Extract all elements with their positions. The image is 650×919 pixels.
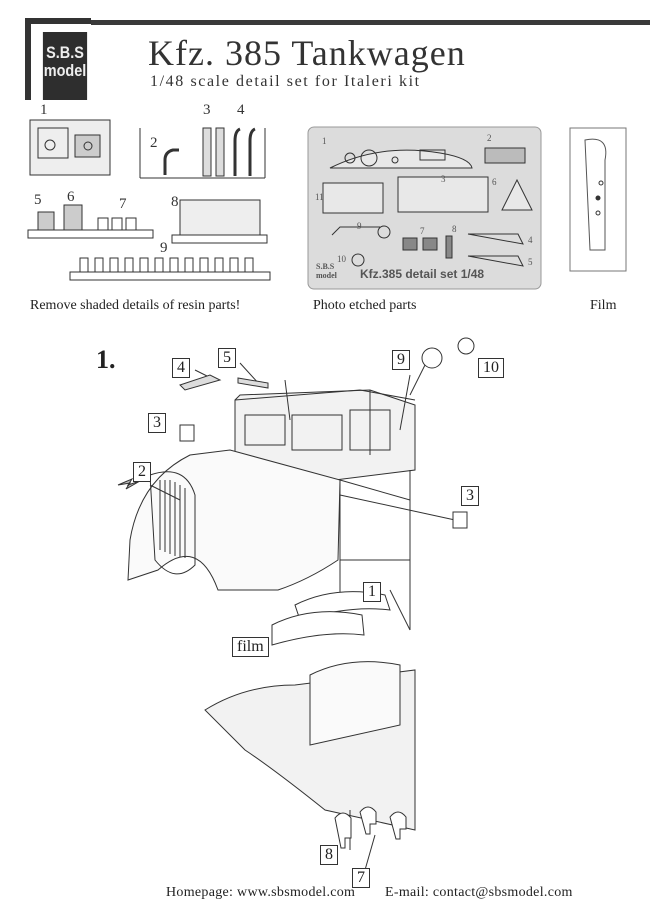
callout-5: 5 [218,348,236,368]
resin-number-5: 5 [34,192,42,208]
pe-number-5: 5 [528,257,533,267]
pe-fret-logo: S.B.S model [316,262,337,280]
photo-etch-caption: Photo etched parts [313,298,417,313]
header-rule [91,20,650,25]
logo-line1: S.B.S [46,43,84,62]
film-caption: Film [590,298,617,313]
callout-film: film [232,637,269,657]
callout-1: 1 [363,582,381,602]
pe-number-6: 6 [492,177,497,187]
resin-part-1 [29,119,111,176]
pe-number-2: 2 [487,133,492,143]
resin-part-9 [69,257,271,281]
step-number: 1. [96,345,116,374]
resin-number-9: 9 [160,240,168,256]
callout-4: 4 [172,358,190,378]
resin-parts-2-4 [139,127,266,179]
pe-number-11: 11 [315,192,324,202]
callout-3-right: 3 [461,486,479,506]
page-subtitle: 1/48 scale detail set for Italeri kit [150,73,421,90]
resin-number-8: 8 [171,194,179,210]
footer-email: E-mail: contact@sbsmodel.com [385,885,573,900]
pe-number-8: 8 [452,224,457,234]
resin-number-6: 6 [67,189,75,205]
callout-7: 7 [352,868,370,888]
resin-number-4: 4 [237,102,245,118]
film-sheet [569,127,627,272]
pe-number-7: 7 [420,226,425,236]
resin-number-2: 2 [150,135,158,151]
callout-3-left: 3 [148,413,166,433]
assembly-drawing [117,337,475,871]
pe-number-1: 1 [322,136,327,146]
page-title: Kfz. 385 Tankwagen [148,33,466,73]
callout-8: 8 [320,845,338,865]
photo-etch-fret [307,126,542,290]
footer-homepage: Homepage: www.sbsmodel.com [166,885,356,900]
callout-2: 2 [133,462,151,482]
pe-number-9: 9 [357,221,362,231]
pe-number-4: 4 [528,235,533,245]
callout-10: 10 [478,358,504,378]
resin-number-1: 1 [40,102,48,118]
callout-9: 9 [392,350,410,370]
pe-number-10: 10 [337,254,346,264]
resin-caption: Remove shaded details of resin parts! [30,298,241,313]
logo-line2: model [43,61,87,80]
pe-fret-text: Kfz.385 detail set 1/48 [360,267,485,281]
resin-parts-5-8 [27,199,268,244]
resin-number-7: 7 [119,196,127,212]
pe-number-3: 3 [441,174,446,184]
resin-number-3: 3 [203,102,211,118]
